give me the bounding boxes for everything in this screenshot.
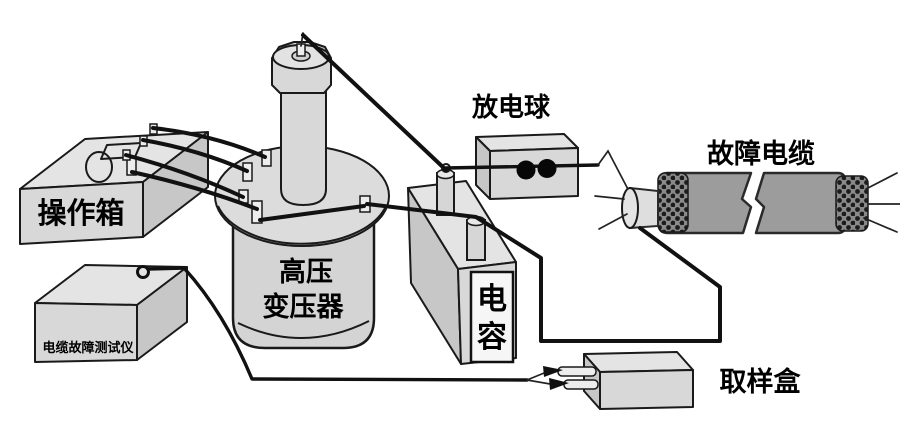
control-wire-2 <box>141 138 249 173</box>
ball-to-cable-lead <box>597 149 632 196</box>
plate-front-wire <box>258 204 366 222</box>
sampling-box: 取样盒 <box>526 351 802 410</box>
tester-to-sampling-wire <box>146 266 529 382</box>
hv-transformer: 高压 变压器 <box>214 32 390 350</box>
discharge-ball-label: 放电球 <box>471 92 551 122</box>
control-wire-1 <box>151 126 267 159</box>
discharge-ball-left <box>516 160 536 180</box>
control-dial <box>85 151 113 183</box>
control-wire-3 <box>124 153 245 199</box>
faulty-cable: 故障电缆 <box>594 138 900 235</box>
transformer-label-line1: 高压 <box>279 256 333 287</box>
cable-left-braid <box>657 172 689 233</box>
transformer-body <box>231 220 376 350</box>
sampling-box-label: 取样盒 <box>720 366 802 397</box>
control-wire-4 <box>130 170 259 211</box>
transformer-plate-rim <box>217 205 387 245</box>
faulty-cable-label: 故障电缆 <box>707 138 815 169</box>
cable-end-cap-face <box>621 187 639 229</box>
sampling-box-front-face <box>599 369 694 410</box>
control-box-label: 操作箱 <box>37 197 124 230</box>
sampling-prong-upper <box>557 366 597 377</box>
cable-right-braid <box>835 175 869 232</box>
capacitor-label-char1: 电 <box>477 283 507 316</box>
sampling-clip-upper <box>543 366 563 377</box>
control-to-transformer-wires <box>124 126 366 222</box>
cable-right-splay-1 <box>865 172 898 190</box>
cable-left-splay-1 <box>594 195 625 200</box>
tester-front-face <box>34 302 138 363</box>
cable-right-segment <box>754 171 847 235</box>
transformer-bushing-column <box>280 69 327 206</box>
capacitor-label-plate <box>469 270 515 364</box>
plate-post-4 <box>251 200 263 224</box>
capacitor: 电 容 <box>407 163 517 365</box>
cable-left-splay-2 <box>598 213 628 230</box>
capacitor-rear-terminal <box>436 172 455 216</box>
discharge-ball-right <box>537 159 557 178</box>
hv-output-wire <box>301 33 448 172</box>
ground-loop-wire <box>365 202 722 343</box>
cable-right-splay-3 <box>863 217 898 233</box>
sampling-prong-lower <box>563 379 599 390</box>
tester-wire-loop <box>136 265 150 279</box>
transformer-body-rim <box>237 320 370 339</box>
sampling-clip-lower <box>549 378 569 390</box>
capacitor-label-char2: 容 <box>477 321 507 354</box>
transformer-label-line2: 变压器 <box>263 291 345 322</box>
sampling-box-top-face <box>583 351 694 373</box>
cable-fault-tester: 电缆故障测试仪 <box>34 264 188 363</box>
tester-label: 电缆故障测试仪 <box>42 340 134 355</box>
control-box-front-face <box>19 181 144 245</box>
